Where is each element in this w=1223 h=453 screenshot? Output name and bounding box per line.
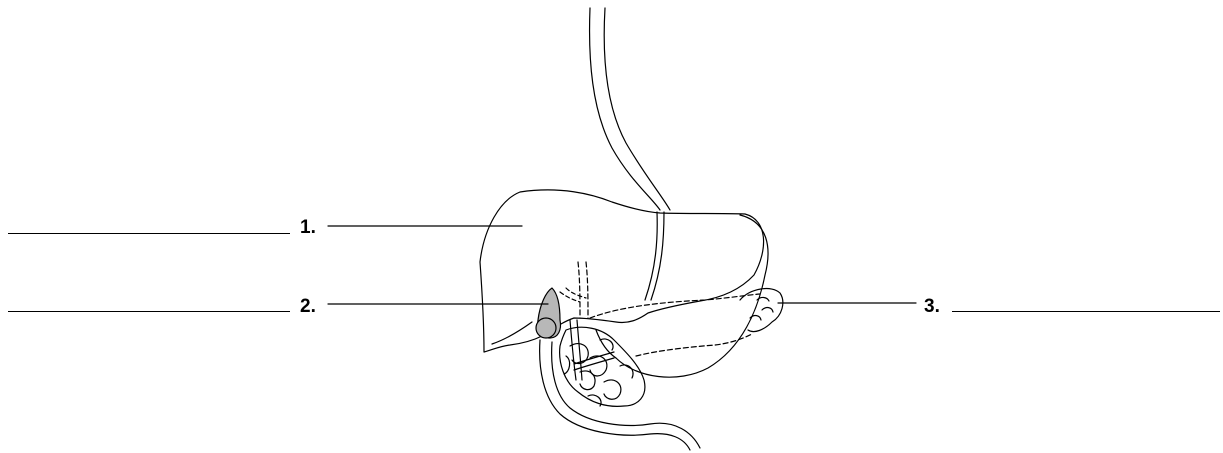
leader-lines xyxy=(328,226,916,304)
small-intestine xyxy=(560,327,645,406)
gallbladder xyxy=(536,288,561,338)
liver xyxy=(480,190,764,352)
esophagus xyxy=(590,8,670,210)
